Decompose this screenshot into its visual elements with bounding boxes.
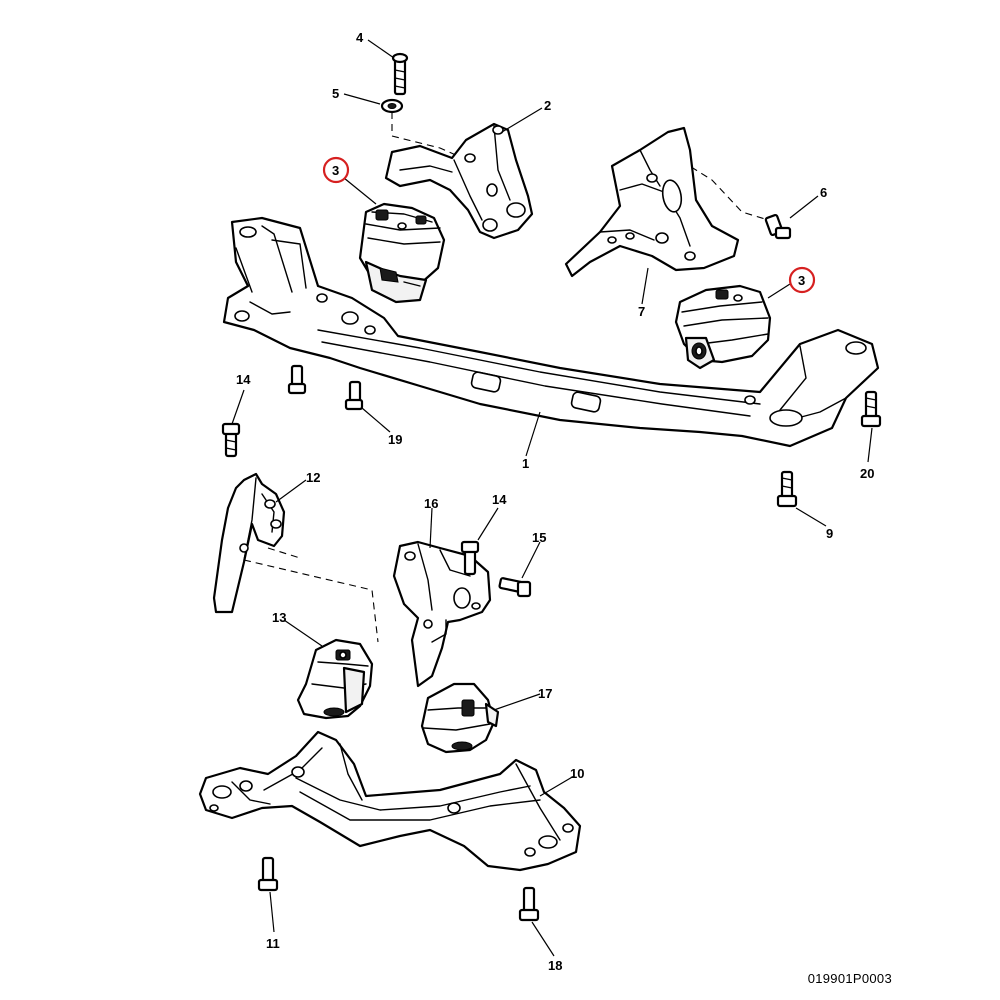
callout-6: 6 [820, 185, 827, 200]
callout-20: 20 [860, 466, 874, 481]
bolt-9 [776, 470, 798, 508]
bolt-14-lower [460, 540, 480, 576]
callout-3-highlight-ring [322, 156, 350, 184]
callout-3-highlight-ring [788, 266, 816, 294]
part-13-lower-mount [296, 638, 374, 720]
part-2-upper-mount-bracket [384, 122, 534, 240]
bolt-4 [391, 52, 409, 96]
washer-5 [380, 98, 404, 114]
part-16-rear-bracket [392, 540, 492, 688]
callout-7: 7 [638, 304, 645, 319]
callout-4: 4 [356, 30, 364, 45]
callout-14-lower: 14 [492, 492, 507, 507]
bolt-11 [257, 856, 279, 892]
part-12-side-bracket [212, 472, 286, 614]
part-1-front-crossmember [222, 216, 880, 448]
callout-11: 11 [266, 936, 280, 951]
bolt-19-left [287, 364, 307, 395]
assembly-guide-lines [243, 112, 776, 643]
bolt-19 [344, 380, 364, 411]
bolt-20 [860, 390, 882, 428]
part-3-engine-mount-left [358, 202, 446, 304]
leader-lines [231, 39, 873, 957]
callout-10: 10 [570, 766, 584, 781]
callout-2: 2 [544, 98, 551, 113]
part-7-upper-mount-bracket [564, 126, 740, 278]
bolt-6 [764, 213, 792, 240]
callout-14-upper: 14 [236, 372, 251, 387]
part-10-rear-subframe [198, 730, 582, 872]
callout-19: 19 [388, 432, 402, 447]
callout-17: 17 [538, 686, 552, 701]
callout-1: 1 [522, 456, 529, 471]
callout-labels: 1 2 3 3 4 5 6 7 9 10 11 12 13 14 14 15 1… [236, 30, 874, 973]
callout-3-left: 3 [332, 163, 339, 178]
bolt-18 [518, 886, 540, 922]
callout-9: 9 [826, 526, 833, 541]
part-17-lower-mount [420, 682, 500, 754]
callout-5: 5 [332, 86, 339, 101]
bolt-15 [498, 577, 532, 598]
callout-18: 18 [548, 958, 562, 973]
bolt-14-upper [221, 422, 241, 458]
part-3-engine-mount-right [674, 284, 772, 370]
diagram-reference-code: 019901P0003 [807, 971, 892, 986]
callout-15: 15 [532, 530, 546, 545]
callout-12: 12 [306, 470, 320, 485]
callout-13: 13 [272, 610, 286, 625]
callout-3-right: 3 [798, 273, 805, 288]
callout-16: 16 [424, 496, 438, 511]
